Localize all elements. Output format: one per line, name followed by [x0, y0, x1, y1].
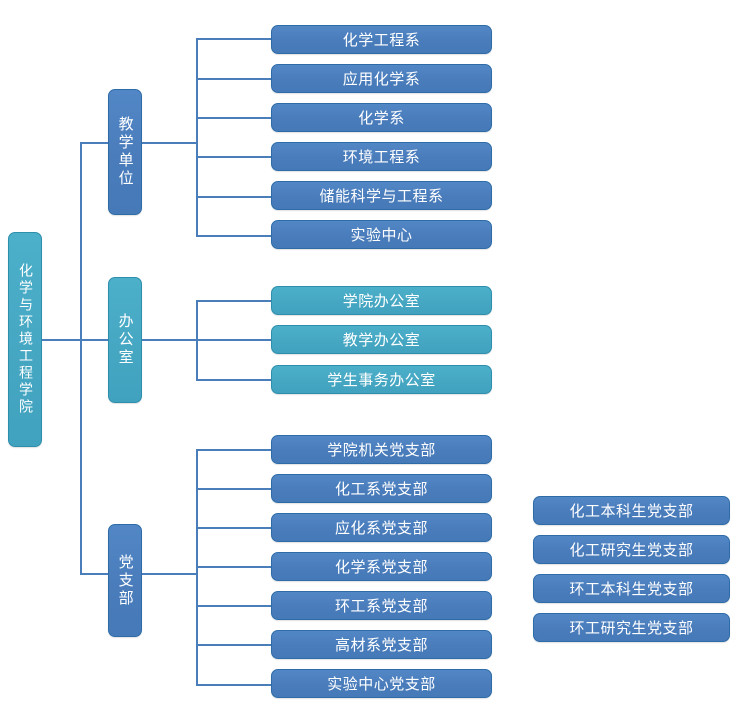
- connector-party-child-1: [196, 488, 272, 490]
- side-node-chemeng-grad-party-branch[interactable]: 化工研究生党支部: [533, 535, 730, 564]
- leaf-node-teaching-office[interactable]: 教学办公室: [271, 325, 492, 354]
- connector-office-child-1: [196, 339, 272, 341]
- leaf-label: 环境工程系: [342, 148, 421, 166]
- side-node-label: 环工本科生党支部: [569, 580, 694, 598]
- leaf-label: 教学办公室: [342, 331, 421, 349]
- leaf-label: 化学系: [358, 109, 405, 127]
- leaf-node-lab-center-party-branch[interactable]: 实验中心党支部: [271, 669, 492, 698]
- leaf-node-college-office[interactable]: 学院办公室: [271, 286, 492, 315]
- branch-node-teaching-label: 教学单位: [116, 116, 135, 188]
- connector-teaching-child-5: [196, 235, 272, 237]
- connector-party-child-2: [196, 527, 272, 529]
- root-node-label: 化学与环境工程学院: [17, 263, 33, 416]
- leaf-node-polymer-party-branch[interactable]: 高材系党支部: [271, 630, 492, 659]
- branch-node-teaching[interactable]: 教学单位: [108, 89, 142, 215]
- leaf-node-student-affairs-office[interactable]: 学生事务办公室: [271, 365, 492, 394]
- leaf-node-experiment-center[interactable]: 实验中心: [271, 220, 492, 249]
- connector-teaching-child-1: [196, 78, 272, 80]
- connector-party-child-4: [196, 605, 272, 607]
- leaf-node-college-admin-party-branch[interactable]: 学院机关党支部: [271, 435, 492, 464]
- side-node-label: 化工本科生党支部: [569, 502, 694, 520]
- connector-party-child-5: [196, 644, 272, 646]
- leaf-label: 应化系党支部: [334, 519, 428, 537]
- leaf-label: 实验中心: [350, 226, 413, 244]
- connector-teaching-spine: [196, 38, 198, 235]
- connector-trunk-to-party: [80, 573, 108, 575]
- connector-root-stem: [42, 339, 81, 341]
- leaf-node-chemistry-party-branch[interactable]: 化学系党支部: [271, 552, 492, 581]
- branch-node-party-label: 党支部: [116, 553, 135, 608]
- connector-trunk-to-office: [80, 339, 108, 341]
- leaf-node-envieng-party-branch[interactable]: 环工系党支部: [271, 591, 492, 620]
- connector-office-child-0: [196, 300, 272, 302]
- side-node-envieng-undergrad-party-branch[interactable]: 环工本科生党支部: [533, 574, 730, 603]
- leaf-node-applied-chemistry[interactable]: 应用化学系: [271, 64, 492, 93]
- leaf-label: 学院机关党支部: [327, 441, 436, 459]
- connector-teaching-child-4: [196, 196, 272, 198]
- connector-trunk-to-teaching: [80, 142, 108, 144]
- leaf-label: 化工系党支部: [334, 480, 428, 498]
- connector-teaching-stem: [142, 142, 198, 144]
- leaf-node-applied-chem-party-branch[interactable]: 应化系党支部: [271, 513, 492, 542]
- branch-node-office[interactable]: 办公室: [108, 277, 142, 403]
- leaf-node-chemeng-party-branch[interactable]: 化工系党支部: [271, 474, 492, 503]
- leaf-label: 环工系党支部: [334, 597, 428, 615]
- leaf-label: 化学工程系: [342, 31, 421, 49]
- leaf-node-energy-storage[interactable]: 储能科学与工程系: [271, 181, 492, 210]
- leaf-label: 应用化学系: [342, 70, 421, 88]
- side-node-label: 环工研究生党支部: [569, 619, 694, 637]
- connector-party-child-3: [196, 566, 272, 568]
- connector-main-trunk: [80, 142, 82, 575]
- connector-party-child-6: [196, 684, 272, 686]
- branch-node-office-label: 办公室: [116, 313, 135, 367]
- leaf-label: 实验中心党支部: [327, 675, 436, 693]
- connector-teaching-child-3: [196, 156, 272, 158]
- connector-party-child-0: [196, 449, 272, 451]
- leaf-label: 化学系党支部: [334, 558, 428, 576]
- connector-office-stem: [142, 339, 198, 341]
- leaf-label: 学院办公室: [342, 292, 421, 310]
- leaf-label: 储能科学与工程系: [319, 187, 444, 205]
- leaf-node-chemistry[interactable]: 化学系: [271, 103, 492, 132]
- side-node-label: 化工研究生党支部: [569, 541, 694, 559]
- leaf-node-environmental-engineering[interactable]: 环境工程系: [271, 142, 492, 171]
- root-node-college[interactable]: 化学与环境工程学院: [8, 232, 42, 447]
- leaf-label: 学生事务办公室: [327, 371, 436, 389]
- side-node-envieng-grad-party-branch[interactable]: 环工研究生党支部: [533, 613, 730, 642]
- connector-office-child-2: [196, 379, 272, 381]
- connector-teaching-child-0: [196, 38, 272, 40]
- connector-teaching-child-2: [196, 117, 272, 119]
- side-node-chemeng-undergrad-party-branch[interactable]: 化工本科生党支部: [533, 496, 730, 525]
- leaf-node-chemical-engineering[interactable]: 化学工程系: [271, 25, 492, 54]
- branch-node-party[interactable]: 党支部: [108, 524, 142, 637]
- leaf-label: 高材系党支部: [334, 636, 428, 654]
- connector-party-stem: [142, 573, 198, 575]
